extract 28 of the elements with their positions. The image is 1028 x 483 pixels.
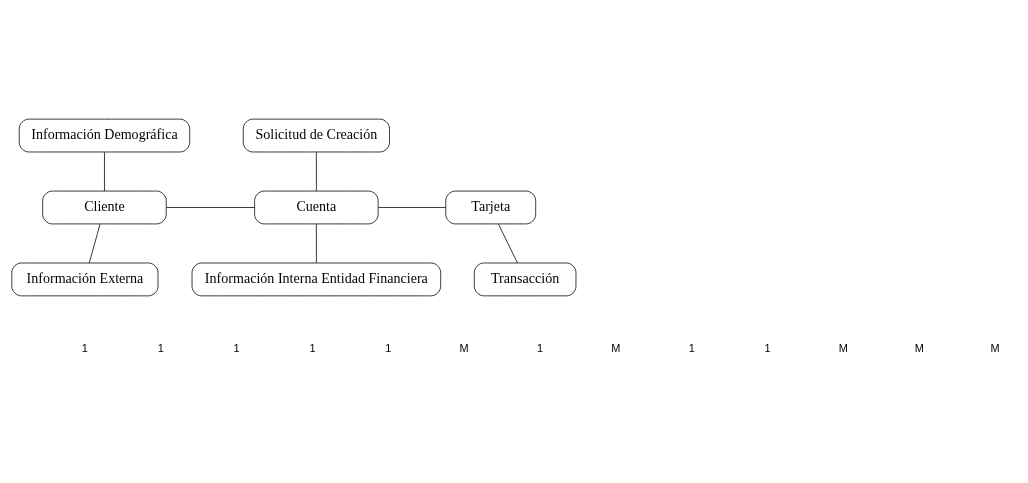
label: M [459, 342, 469, 355]
node-box: Información Interna Entidad Financiera [191, 262, 442, 297]
label: 1 [233, 342, 240, 355]
node-box: Solicitud de Creación [242, 118, 390, 153]
node-box: Transacción [473, 262, 577, 297]
label: M [838, 342, 848, 355]
label: 1 [385, 342, 392, 355]
connector [377, 207, 447, 208]
label: 1 [688, 342, 695, 355]
node-box: Cuenta [254, 190, 379, 225]
label: M [611, 342, 621, 355]
connector [165, 207, 255, 208]
label: 1 [764, 342, 771, 355]
node-box: Cliente [42, 190, 167, 225]
label: 1 [536, 342, 544, 355]
connector [316, 223, 317, 264]
node-box: Información Externa [11, 262, 159, 297]
label: 1 [157, 342, 164, 355]
label: 1 [309, 342, 316, 355]
connector [104, 151, 105, 192]
label: M [990, 342, 1000, 355]
label: 1 [81, 342, 88, 355]
connector [316, 151, 317, 192]
connector [498, 223, 518, 264]
label: M [914, 342, 924, 355]
node-box: Información Demográfica [18, 118, 191, 153]
node-box: Tarjeta [445, 190, 537, 225]
connector [88, 223, 101, 264]
